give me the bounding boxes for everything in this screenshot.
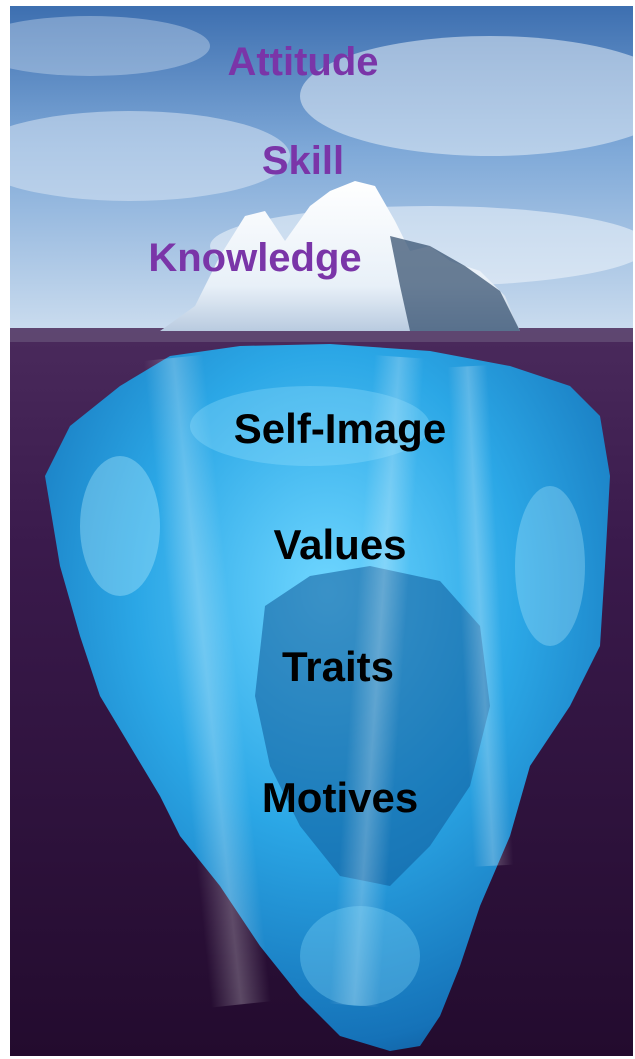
label-motives: Motives (261, 774, 419, 821)
label-values: Values (273, 521, 407, 568)
label-attitude: Attitude (227, 40, 379, 84)
label-traits: Traits (281, 643, 395, 690)
iceberg-illustration: Attitude Skill Knowledge Self-Image Valu… (10, 6, 633, 1056)
iceberg-scene (10, 6, 633, 1056)
label-knowledge: Knowledge (148, 236, 362, 280)
label-self-image: Self-Image (233, 405, 447, 452)
label-skill: Skill (261, 139, 345, 183)
